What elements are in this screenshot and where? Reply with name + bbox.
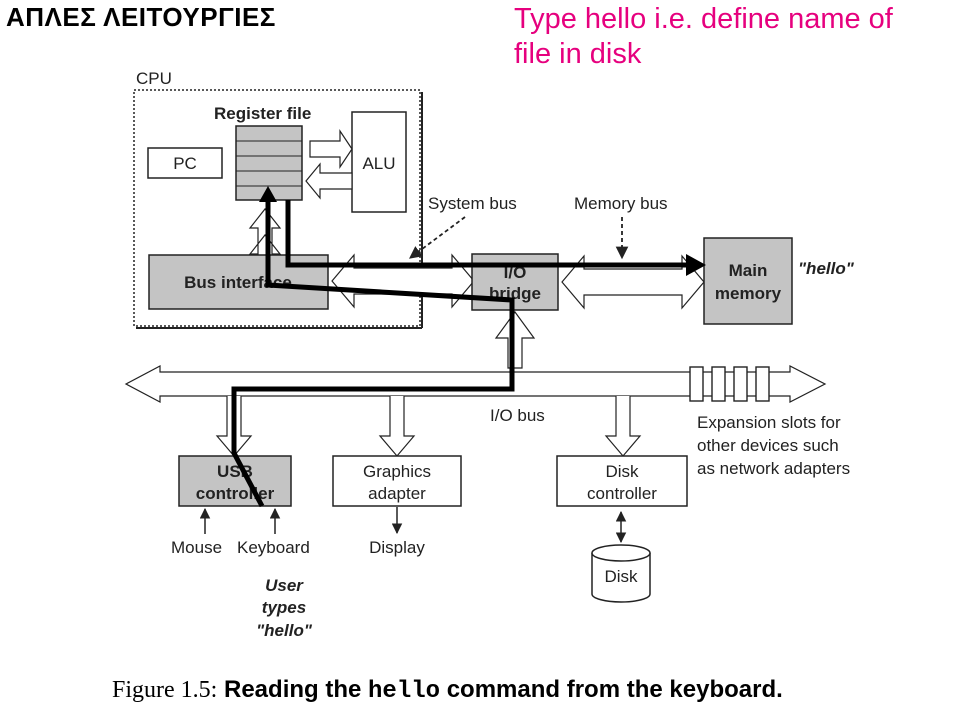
graphics-down-arrow xyxy=(378,396,416,457)
bridge-iobus-arrow xyxy=(494,310,536,369)
register-bus-arrow xyxy=(248,208,282,255)
caption-prefix: Figure 1.5: xyxy=(112,677,218,703)
register-path-arrowhead xyxy=(259,186,277,202)
register-file xyxy=(235,125,303,201)
expansion-line-2: other devices such xyxy=(697,436,839,455)
disk-controller-box xyxy=(556,455,688,507)
usb-controller-box xyxy=(178,455,292,507)
register-to-memory-path xyxy=(285,200,690,268)
io-bridge-line-1: I/O xyxy=(504,263,527,282)
usb-line-2: controller xyxy=(196,484,275,503)
bus-interface-label: Bus interface xyxy=(184,273,292,292)
alu-box xyxy=(351,111,407,213)
expansion-slots xyxy=(689,366,770,402)
graphics-adapter-box xyxy=(332,455,462,507)
annotation-line-2: file in disk xyxy=(514,38,642,70)
display-label: Display xyxy=(369,538,425,557)
graphics-line-1: Graphics xyxy=(363,462,431,481)
annotation-note: Type hello i.e. define name of file in d… xyxy=(514,2,960,72)
memory-bus-label: Memory bus xyxy=(574,194,668,213)
user-line-2: types xyxy=(262,598,306,617)
slide-title: ΑΠΛΕΣ ΛΕΙΤΟΥΡΓΙΕΣ xyxy=(6,2,276,32)
memory-path-arrowhead xyxy=(686,254,706,276)
alu-output-arrow xyxy=(305,162,353,200)
pc-box xyxy=(147,147,223,179)
keyboard-label: Keyboard xyxy=(237,538,310,557)
user-line-3: "hello" xyxy=(256,621,313,640)
pc-label: PC xyxy=(173,154,197,173)
io-bus-text: I/O bus xyxy=(490,406,545,425)
graphics-line-2: adapter xyxy=(368,484,426,503)
main-memory-line-1: Main xyxy=(729,261,768,280)
keyboard-to-register-path xyxy=(231,199,515,508)
disk-label: Disk xyxy=(604,567,638,586)
system-bus-pointer xyxy=(408,216,466,259)
disk-ctrl-line-2: controller xyxy=(587,484,657,503)
expansion-line-1: Expansion slots for xyxy=(697,413,841,432)
alu-input-arrow xyxy=(309,129,353,169)
alu-label: ALU xyxy=(362,154,395,173)
cpu-label: CPU xyxy=(136,69,172,88)
annotation-line-1: Type hello i.e. define name of xyxy=(514,3,893,35)
disk-down-arrow xyxy=(604,396,642,457)
register-file-label: Register file xyxy=(214,104,311,123)
caption-part-2: command from the keyboard. xyxy=(446,676,783,703)
system-bus-label: System bus xyxy=(428,194,517,213)
io-bus-arrow xyxy=(124,365,827,403)
figure-caption: Figure 1.5: Reading the hello command fr… xyxy=(112,676,783,705)
mouse-label: Mouse xyxy=(171,538,222,557)
caption-part-1: Reading the xyxy=(224,676,362,703)
memory-hello-label: "hello" xyxy=(798,259,855,278)
main-memory-box xyxy=(703,237,793,325)
expansion-line-3: as network adapters xyxy=(697,459,850,478)
caption-code: hello xyxy=(368,678,441,705)
disk-ctrl-line-1: Disk xyxy=(605,462,639,481)
disk-cylinder xyxy=(591,544,651,603)
user-line-1: User xyxy=(265,576,304,595)
main-memory-line-2: memory xyxy=(715,284,782,303)
